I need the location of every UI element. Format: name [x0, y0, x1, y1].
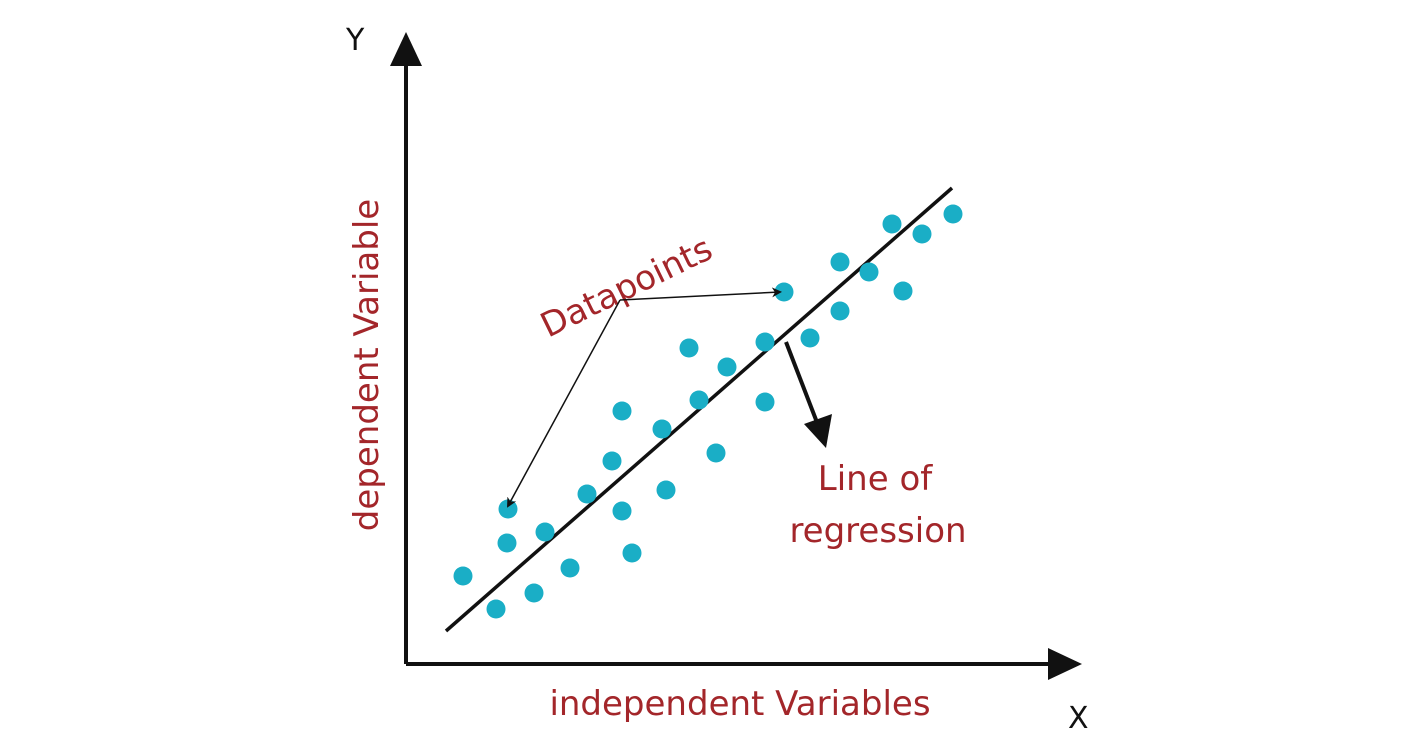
data-point	[612, 401, 632, 421]
data-point	[577, 484, 597, 504]
data-point	[882, 214, 902, 234]
data-point	[602, 451, 622, 471]
data-point	[622, 543, 642, 563]
data-point	[679, 338, 699, 358]
datapoints-label: Datapoints	[534, 229, 718, 346]
annotations: Datapoints Line of regression	[507, 229, 967, 551]
data-point	[830, 252, 850, 272]
y-axis-letter: Y	[345, 23, 365, 58]
y-axis-arrow-icon	[390, 32, 422, 66]
data-point	[800, 328, 820, 348]
x-axis-label: independent Variables	[549, 684, 930, 724]
data-point	[498, 499, 518, 519]
regression-arrow-head-icon	[804, 414, 832, 448]
axes: Y X independent Variables dependent Vari…	[345, 23, 1089, 736]
data-point	[755, 332, 775, 352]
data-point	[706, 443, 726, 463]
x-axis-letter: X	[1068, 701, 1089, 736]
x-axis-arrow-icon	[1048, 648, 1082, 680]
data-point	[689, 390, 709, 410]
datapoints-arrow	[619, 287, 782, 301]
data-point	[497, 533, 517, 553]
data-point	[652, 419, 672, 439]
y-axis-label: dependent Variable	[347, 199, 387, 531]
data-point	[830, 301, 850, 321]
line-of-regression-label: Line of	[818, 459, 933, 499]
regression-arrow	[784, 341, 820, 426]
datapoints-arrow	[507, 299, 621, 508]
data-point	[717, 357, 737, 377]
data-point	[560, 558, 580, 578]
data-point	[893, 281, 913, 301]
data-point	[524, 583, 544, 603]
data-point	[453, 566, 473, 586]
data-point	[755, 392, 775, 412]
data-point	[943, 204, 963, 224]
data-point	[535, 522, 555, 542]
line-of-regression-label: regression	[789, 511, 966, 551]
data-point	[912, 224, 932, 244]
data-point	[656, 480, 676, 500]
data-point	[612, 501, 632, 521]
data-point	[859, 262, 879, 282]
data-point	[486, 599, 506, 619]
